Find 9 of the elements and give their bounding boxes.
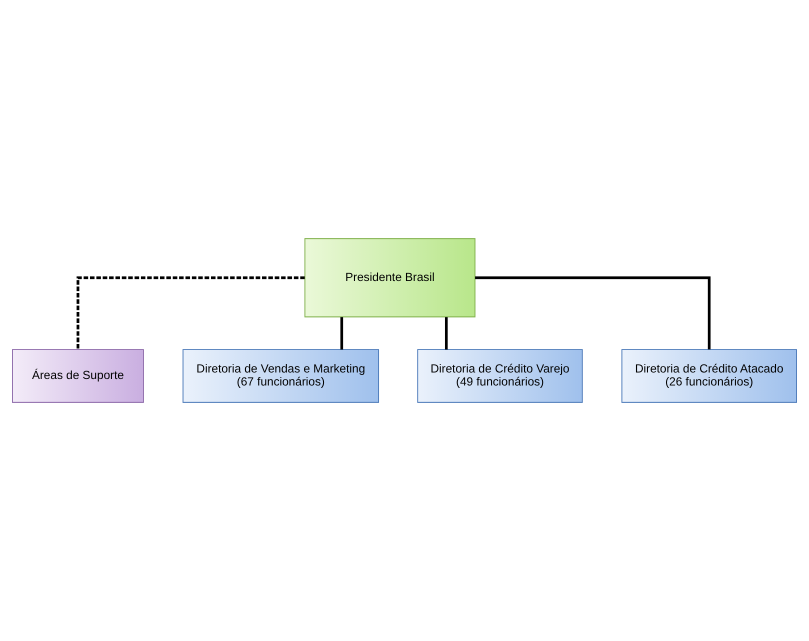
node-box: Áreas de Suporte	[12, 349, 144, 403]
connector	[475, 276, 711, 350]
connector	[76, 276, 305, 350]
node-box: Diretoria de Vendas e Marketing (67 funcionários)	[182, 349, 380, 403]
connector	[444, 317, 448, 350]
connector	[340, 317, 344, 350]
node-box: Diretoria de Crédito Varejo (49 funcionários)	[417, 349, 583, 403]
node-box: Diretoria de Crédito Atacado (26 funcionários)	[621, 349, 797, 403]
node-box: Presidente Brasil	[304, 238, 476, 318]
